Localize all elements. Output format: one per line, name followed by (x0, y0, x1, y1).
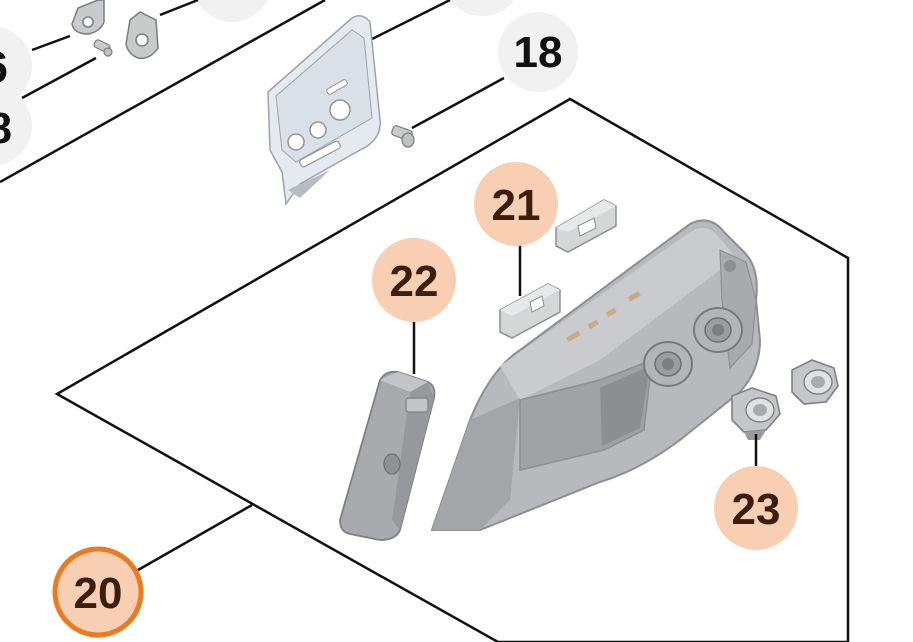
callout-6-label: 6 (0, 43, 8, 92)
cut-off-callout-bubble (450, 0, 514, 16)
callout-23[interactable]: 23 (714, 466, 798, 550)
screw-18 (391, 125, 415, 148)
callout-23-label: 23 (732, 485, 781, 534)
small-screw (93, 39, 113, 57)
callout-21-label: 21 (492, 181, 541, 230)
bracket-part (71, 0, 105, 35)
cover-nut-boss (643, 341, 693, 387)
upper-group-border (0, 0, 326, 184)
callout-21[interactable]: 21 (474, 162, 558, 246)
sprocket-cover (430, 219, 762, 531)
cut-off-callout-bubble (196, 0, 268, 22)
callout-8-label: 8 (0, 104, 12, 153)
callout-6[interactable]: 6 (0, 26, 32, 106)
callout-20-selected[interactable]: 20 (52, 546, 144, 638)
leader-line (159, 0, 199, 17)
callout-20-label: 20 (74, 569, 123, 618)
leader-line-8 (21, 56, 97, 100)
bracket-part (125, 11, 159, 60)
leader-line-18 (411, 76, 505, 130)
group-20-border (54, 97, 850, 642)
collar-nut-23 (731, 387, 781, 440)
callout-22-label: 22 (390, 257, 439, 306)
callout-18[interactable]: 18 (498, 12, 578, 92)
callout-22[interactable]: 22 (372, 238, 456, 322)
slide-part-22 (339, 370, 436, 541)
clip-part-21 (555, 199, 617, 253)
clip-part-21 (499, 283, 561, 339)
cover-nut-boss (693, 307, 743, 353)
guard-plate (267, 15, 381, 207)
leader-line-6 (31, 34, 71, 52)
leader-line (369, 0, 451, 42)
leader-line-20 (137, 503, 253, 572)
callout-18-label: 18 (514, 28, 563, 77)
callout-8[interactable]: 8 (0, 86, 32, 166)
collar-nut-23 (791, 359, 839, 405)
